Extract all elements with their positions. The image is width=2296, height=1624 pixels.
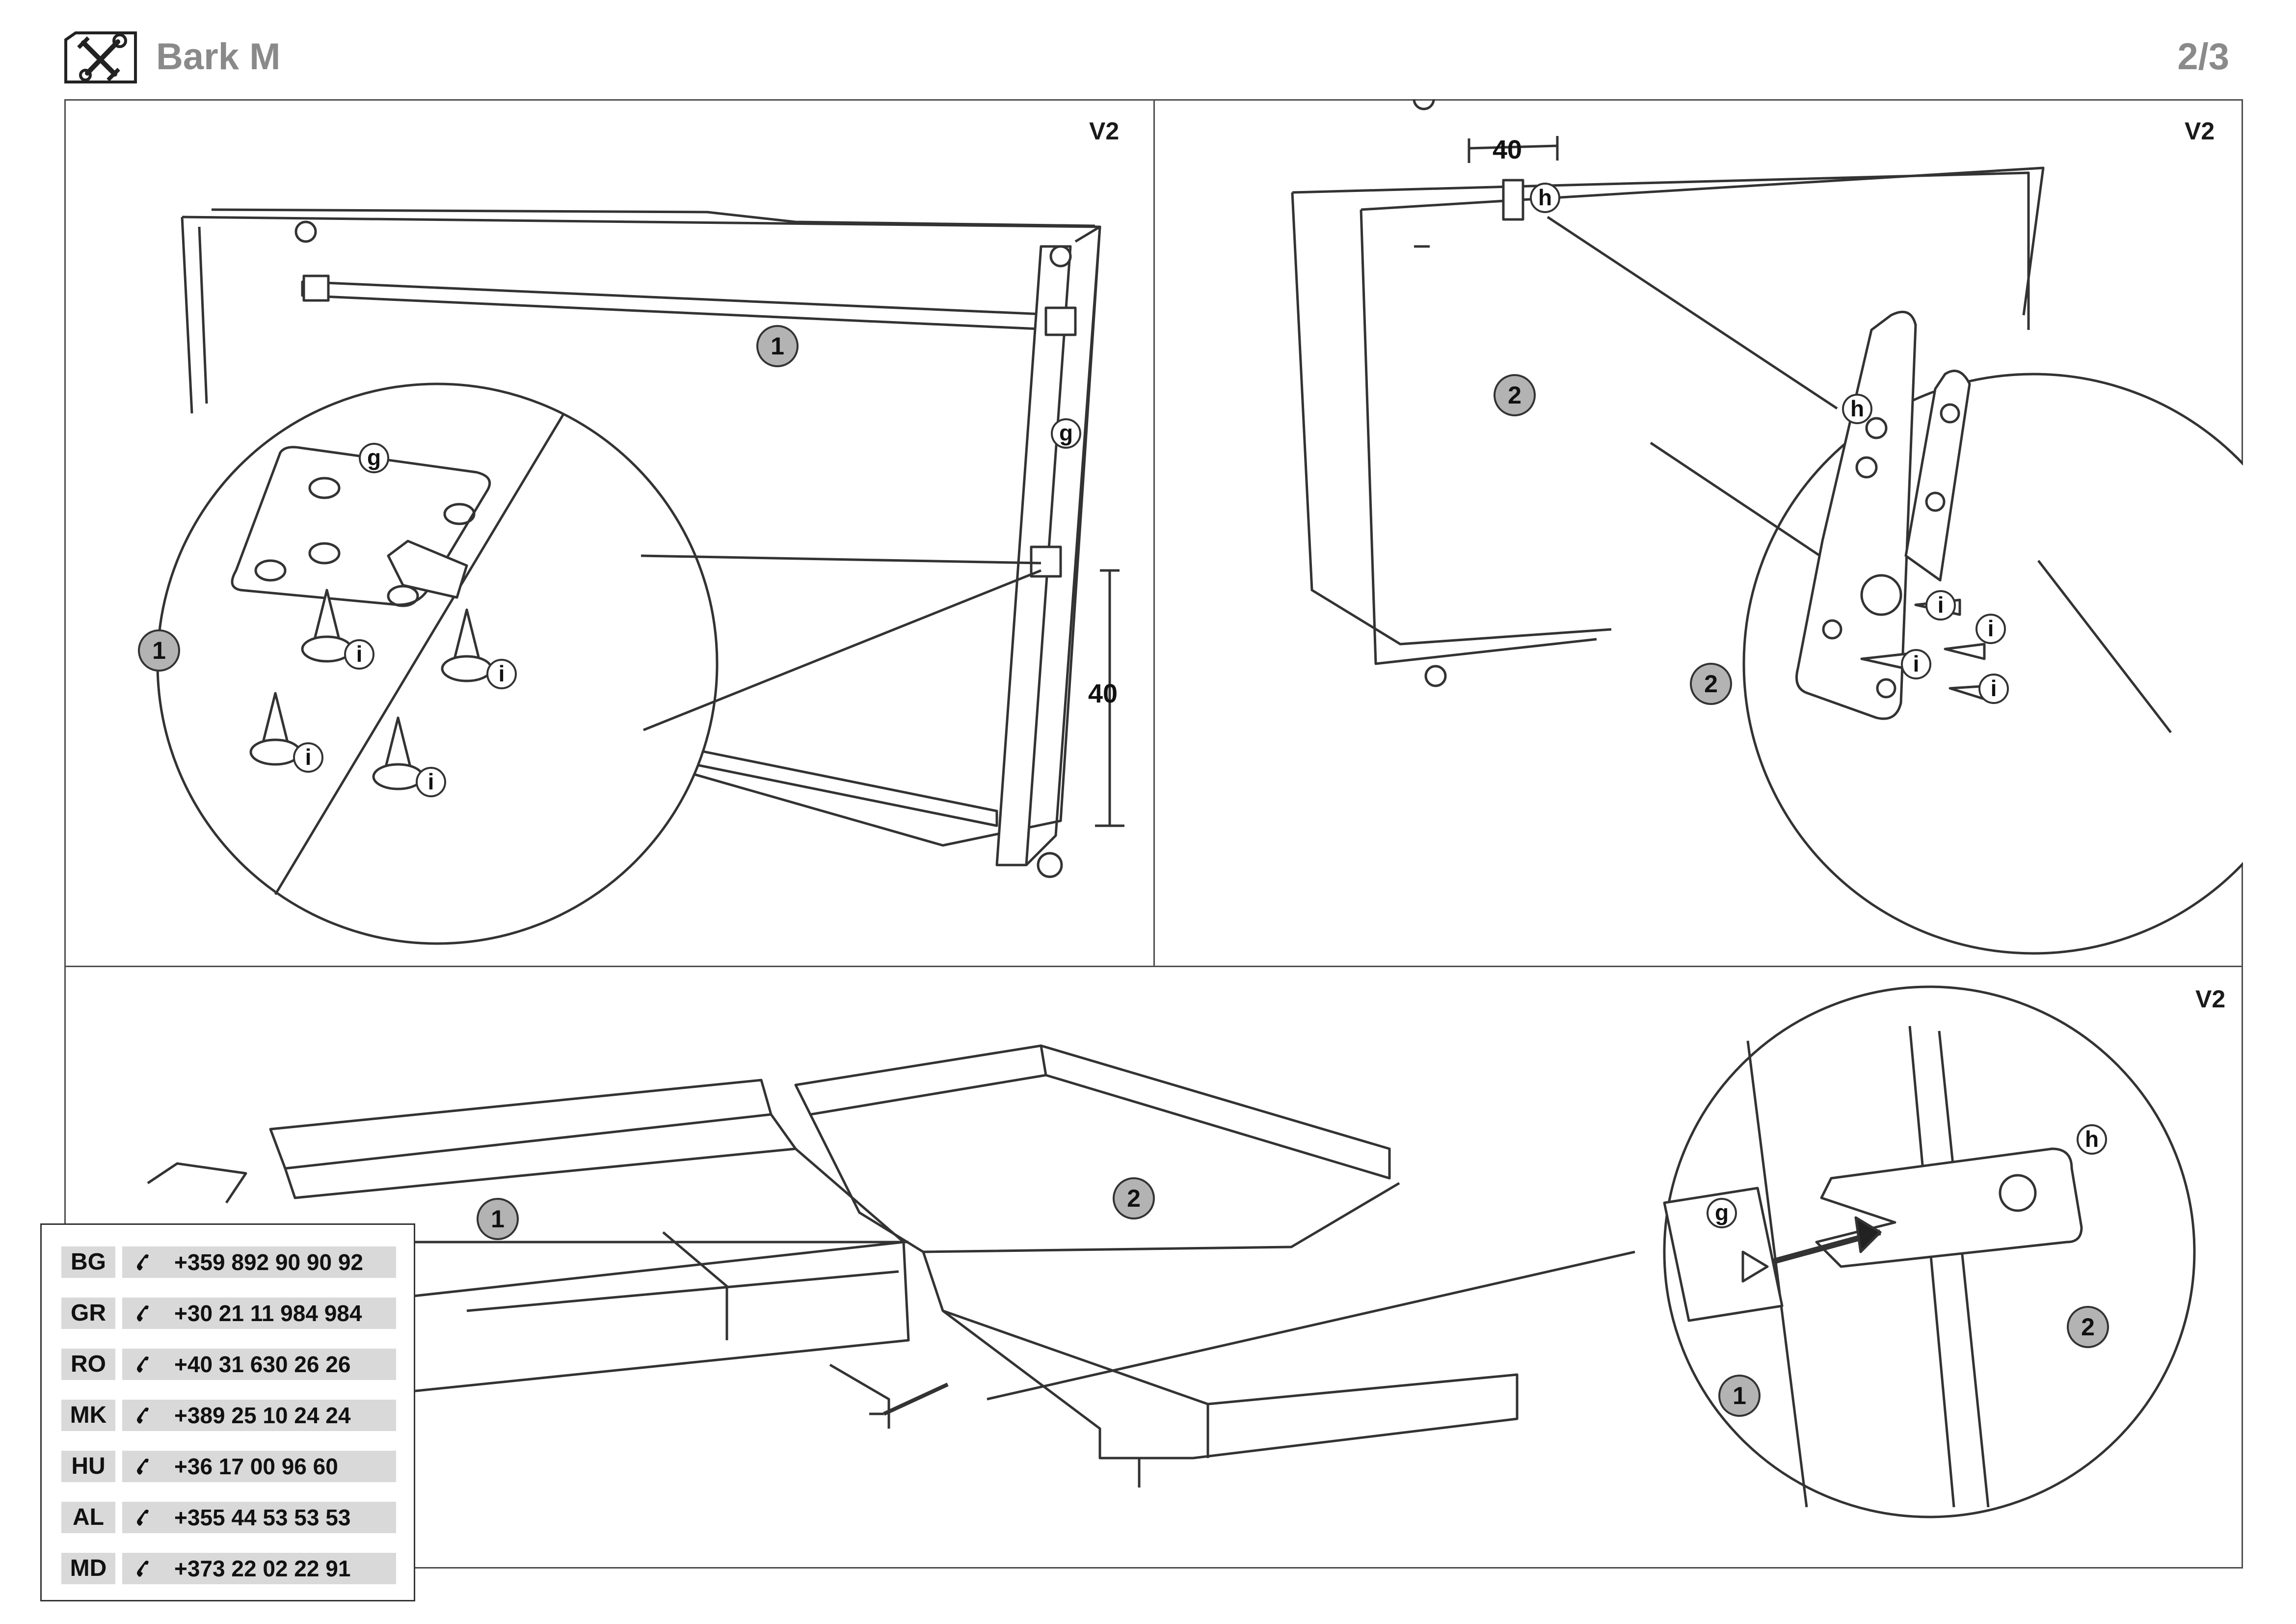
part-h-label: h xyxy=(2077,1124,2107,1155)
country-code: MD xyxy=(61,1553,115,1584)
phone-number[interactable]: +373 22 02 22 91 xyxy=(174,1556,351,1581)
step-panel-frame-attach: V2 1 1 g g i i i i 40 xyxy=(64,99,1155,967)
phone-icon xyxy=(137,1305,149,1322)
screw-i-label: i xyxy=(486,659,517,689)
dimension-label: 40 xyxy=(1088,679,1118,708)
sofa-section-callout-1: 1 xyxy=(477,1198,519,1240)
phone-icon xyxy=(137,1254,149,1271)
phone-box: +30 21 11 984 984 xyxy=(122,1298,396,1329)
phone-box: +36 17 00 96 60 xyxy=(122,1451,396,1482)
part-g-zoom-label: g xyxy=(359,443,389,473)
country-code: GR xyxy=(61,1298,115,1329)
frame-attach-drawing xyxy=(156,208,1124,945)
dimension-label: 40 xyxy=(1493,135,1522,164)
screw-i-label: i xyxy=(344,639,374,670)
phone-number[interactable]: +30 21 11 984 984 xyxy=(174,1300,362,1326)
screw-i-label: i xyxy=(293,742,323,773)
phone-icon xyxy=(137,1561,149,1577)
part-h-label: h xyxy=(1530,183,1560,213)
phone-number[interactable]: +389 25 10 24 24 xyxy=(174,1403,351,1428)
phone-number[interactable]: +359 892 90 90 92 xyxy=(174,1249,363,1275)
zoom-callout-2: 2 xyxy=(2067,1306,2109,1348)
phone-number[interactable]: +355 44 53 53 53 xyxy=(174,1505,351,1530)
part-callout-1-zoom: 1 xyxy=(138,629,180,672)
phone-icon xyxy=(137,1407,149,1424)
phone-number[interactable]: +40 31 630 26 26 xyxy=(174,1352,351,1377)
hook-attach-drawing xyxy=(1291,99,2243,955)
screw-i-label: i xyxy=(1978,674,2009,704)
step-panel-connect-sofa: V2 1 2 1 2 g h xyxy=(64,967,2243,1569)
variant-label: V2 xyxy=(2185,117,2215,145)
phone-icon xyxy=(137,1459,149,1475)
phone-box: +373 22 02 22 91 xyxy=(122,1553,396,1584)
country-code: MK xyxy=(61,1400,115,1431)
variant-label: V2 xyxy=(2195,985,2226,1013)
screw-i-label: i xyxy=(1976,614,2006,644)
part-callout-2-zoom: 2 xyxy=(1690,663,1732,705)
phone-icon xyxy=(137,1510,149,1526)
service-contacts-box: BG +359 892 90 90 92 GR +30 21 11 984 98… xyxy=(40,1223,415,1601)
part-h-zoom-label: h xyxy=(1842,394,1872,424)
country-code: HU xyxy=(61,1451,115,1482)
phone-box: +40 31 630 26 26 xyxy=(122,1349,396,1380)
phone-icon xyxy=(137,1356,149,1373)
part-callout-1: 1 xyxy=(756,325,799,367)
zoom-callout-1: 1 xyxy=(1718,1375,1761,1417)
product-title: Bark M xyxy=(156,36,281,78)
country-code: AL xyxy=(61,1502,115,1533)
screw-i-label: i xyxy=(416,767,446,797)
part-g-label: g xyxy=(1707,1198,1737,1228)
connect-sofa-drawing xyxy=(147,985,2196,1518)
step-panel-hook-attach: V2 40 2 2 h h i i i i xyxy=(1155,99,2243,967)
page-number: 2/3 xyxy=(2177,36,2229,78)
phone-box: +355 44 53 53 53 xyxy=(122,1502,396,1533)
phone-number[interactable]: +36 17 00 96 60 xyxy=(174,1454,338,1479)
part-g-label: g xyxy=(1051,418,1081,449)
tools-icon xyxy=(64,31,137,83)
variant-label: V2 xyxy=(1089,117,1120,145)
screw-i-label: i xyxy=(1925,590,1956,621)
phone-box: +389 25 10 24 24 xyxy=(122,1400,396,1431)
country-code: BG xyxy=(61,1246,115,1278)
screw-i-label: i xyxy=(1901,649,1931,679)
phone-box: +359 892 90 90 92 xyxy=(122,1246,396,1278)
part-callout-2: 2 xyxy=(1494,374,1536,416)
country-code: RO xyxy=(61,1349,115,1380)
sofa-section-callout-2: 2 xyxy=(1113,1177,1155,1219)
